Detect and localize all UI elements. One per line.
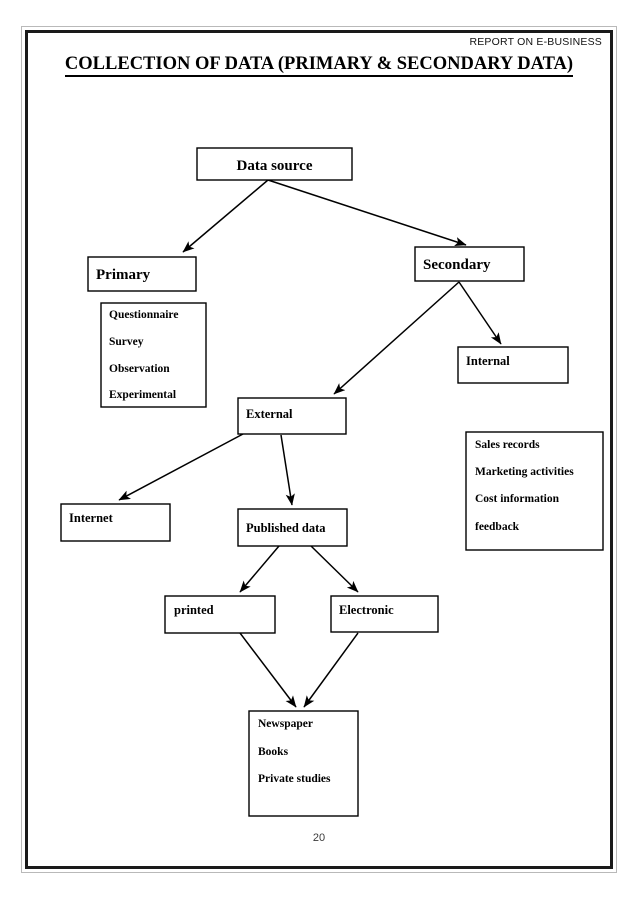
edge-electronic-printedmedia	[303, 632, 359, 708]
list-printed-media[interactable]: Newspaper Books Private studies	[248, 710, 359, 817]
page-border-inner	[25, 30, 613, 869]
node-label-published-data: Published data	[246, 521, 326, 535]
printed-media-item: Private studies	[258, 773, 331, 785]
node-label-printed: printed	[174, 603, 214, 617]
primary-method-item: Survey	[109, 336, 144, 348]
node-internet[interactable]: Internet	[60, 503, 171, 542]
internal-source-item: Cost information	[475, 493, 560, 505]
page-title-text: COLLECTION OF DATA (PRIMARY & SECONDARY …	[64, 54, 574, 77]
node-label-primary: Primary	[96, 267, 151, 283]
edge-external-internet	[118, 433, 244, 501]
node-internal[interactable]: Internal	[457, 346, 569, 384]
page-number: 20	[312, 832, 326, 844]
node-printed[interactable]: printed	[164, 595, 276, 634]
printed-media-item: Newspaper	[258, 718, 313, 730]
node-primary[interactable]: Primary	[87, 256, 197, 292]
running-head: REPORT ON E-BUSINESS	[469, 36, 602, 48]
internal-source-item: Sales records	[475, 439, 540, 451]
primary-method-item: Observation	[109, 363, 170, 375]
primary-method-item: Questionnaire	[109, 309, 178, 321]
connector-layer	[118, 179, 502, 708]
node-electronic[interactable]: Electronic	[330, 595, 439, 633]
printed-media-item: Books	[258, 746, 289, 758]
edge-datasource-secondary	[267, 179, 467, 246]
node-label-external: External	[246, 407, 293, 421]
internal-source-item: feedback	[475, 521, 520, 533]
node-published-data[interactable]: Published data	[237, 508, 348, 547]
edge-published-printed	[239, 545, 280, 593]
edge-secondary-internal	[458, 281, 502, 345]
node-label-internet: Internet	[69, 511, 114, 525]
primary-method-item: Experimental	[109, 389, 176, 401]
list-internal-sources[interactable]: Sales records Marketing activities Cost …	[465, 431, 604, 551]
edge-datasource-primary	[182, 179, 269, 253]
internal-source-item: Marketing activities	[475, 466, 574, 478]
page-title: COLLECTION OF DATA (PRIMARY & SECONDARY …	[0, 54, 638, 77]
node-external[interactable]: External	[237, 397, 347, 435]
node-label-data-source: Data source	[237, 158, 313, 174]
list-primary-methods[interactable]: Questionnaire Survey Observation Experim…	[100, 302, 207, 408]
page-border-outer	[21, 26, 617, 873]
node-secondary[interactable]: Secondary	[414, 246, 525, 282]
edge-published-electronic	[310, 545, 359, 593]
edge-printed-printedmedia	[239, 632, 297, 708]
node-label-internal: Internal	[466, 354, 510, 368]
edge-external-published	[280, 434, 295, 506]
edge-secondary-external	[333, 281, 460, 395]
node-label-electronic: Electronic	[339, 603, 394, 617]
node-data-source[interactable]: Data source	[196, 147, 353, 181]
node-label-secondary: Secondary	[423, 257, 491, 273]
